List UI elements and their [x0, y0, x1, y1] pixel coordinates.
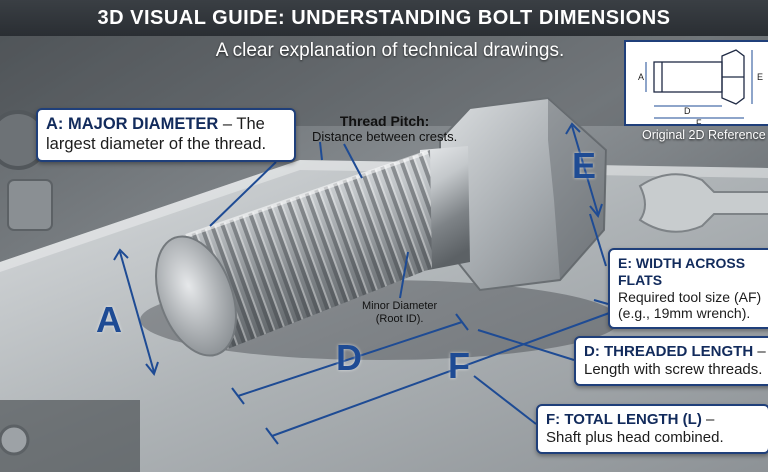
dimension-letter-d: D [336, 337, 362, 378]
callout-major-diameter-heading: A: MAJOR DIAMETER [46, 115, 219, 133]
note-thread-pitch-text: Distance between crests. [312, 129, 458, 144]
ref-label-d: D [684, 106, 691, 116]
dimension-letter-a: A [96, 299, 122, 340]
callout-total-length: F: TOTAL LENGTH (L) – Shaft plus head co… [536, 404, 768, 454]
page-title: 3D VISUAL GUIDE: UNDERSTANDING BOLT DIME… [0, 0, 768, 36]
note-minor-diameter-line1: Minor Diameter [362, 300, 438, 312]
callout-major-diameter: A: MAJOR DIAMETER – The largest diameter… [36, 108, 296, 162]
note-minor-diameter: Minor Diameter (Root ID). [362, 300, 437, 326]
callout-total-length-text: Shaft plus head combined. [546, 429, 724, 446]
dimension-letter-f: F [448, 345, 470, 386]
ref-label-a: A [638, 72, 644, 82]
callout-threaded-length-text: Length with screw threads. [584, 361, 763, 378]
dimension-letter-e: E [572, 145, 597, 186]
callout-threaded-length-heading: D: THREADED LENGTH [584, 343, 754, 360]
callout-threaded-length-dash: – [753, 343, 766, 360]
note-minor-diameter-line2: (Root ID). [375, 313, 424, 326]
ref-label-f: F [696, 118, 702, 124]
callout-threaded-length: D: THREADED LENGTH – Length with screw t… [574, 336, 768, 386]
reference-drawing: A D F E [624, 40, 768, 126]
callout-total-length-dash: – [701, 411, 715, 428]
reference-drawing-graphic: A D F E [638, 49, 763, 124]
page-subtitle: A clear explanation of technical drawing… [215, 40, 565, 61]
callout-width-across-flats-line1: Required tool size (AF) [618, 288, 762, 305]
callout-major-diameter-text: – The largest diameter of the thread. [46, 115, 267, 153]
callout-width-across-flats-heading: E: WIDTH ACROSS FLATS [618, 255, 746, 288]
reference-caption: Original 2D Reference [642, 128, 766, 142]
callout-total-length-heading: F: TOTAL LENGTH (L) [546, 411, 702, 428]
note-thread-pitch-heading: Thread Pitch: [339, 113, 430, 129]
note-thread-pitch: Thread Pitch: Distance between crests. [312, 113, 457, 144]
ref-label-e: E [757, 72, 763, 82]
callout-width-across-flats-line2: (e.g., 19mm wrench). [618, 305, 751, 322]
callout-width-across-flats: E: WIDTH ACROSS FLATS Required tool size… [608, 248, 768, 330]
